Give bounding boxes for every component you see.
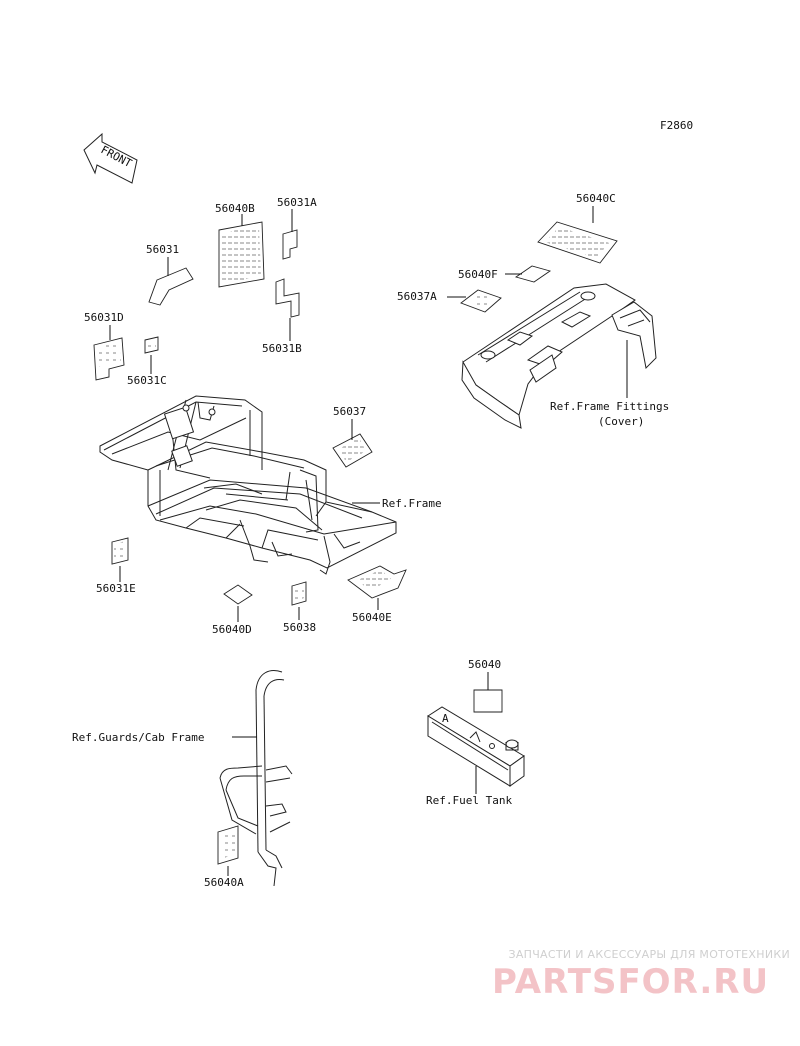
decal-56040 [473,689,503,713]
label-ref-frame-fittings: Ref.Frame Fittings [550,400,669,413]
decal-56031C [144,336,159,354]
label-56031A: 56031A [277,196,317,209]
decal-56037A [460,289,502,313]
decal-56031A [282,229,298,260]
decal-56040C [537,221,618,264]
label-ref-frame-fittings-cover: (Cover) [598,415,644,428]
decal-56031B [275,278,300,318]
label-56040A: 56040A [204,876,244,889]
decal-56031 [148,267,194,306]
label-56038: 56038 [283,621,316,634]
decal-56040A [217,825,239,865]
label-ref-guards: Ref.Guards/Cab Frame [72,731,204,744]
decal-56031D [93,337,125,381]
label-56040: 56040 [468,658,501,671]
decal-56040D [223,584,253,605]
label-56031C: 56031C [127,374,167,387]
fuel-tank-drawing: A [427,706,525,787]
fender-cover-drawing [461,283,657,429]
label-ref-fuel-tank: Ref.Fuel Tank [426,794,512,807]
label-56031E: 56031E [96,582,136,595]
watermark-tagline: ЗАПЧАСТИ И АКСЕССУАРЫ ДЛЯ МОТОТЕХНИКИ [508,948,790,961]
label-ref-frame: Ref.Frame [382,497,442,510]
label-56040B: 56040B [215,202,255,215]
decal-56040E [347,565,407,599]
label-56031: 56031 [146,243,179,256]
label-56037: 56037 [333,405,366,418]
label-56040C: 56040C [576,192,616,205]
label-56040E: 56040E [352,611,392,624]
label-56037A: 56037A [397,290,437,303]
watermark-brand-logo: PARTSFOR.RU [492,962,770,1002]
decal-56040F [514,265,552,283]
label-56040F: 56040F [458,268,498,281]
decal-56037 [332,433,373,468]
guards-cab-frame-drawing [219,670,293,887]
label-56031B: 56031B [262,342,302,355]
label-56040D: 56040D [212,623,252,636]
label-56031D: 56031D [84,311,124,324]
figure-code: F2860 [660,119,693,132]
decal-56031E [111,537,129,565]
decal-56038 [291,581,307,606]
vehicle-frame-drawing [99,395,397,575]
decal-56040B [218,221,265,288]
svg-text:A: A [442,712,449,725]
front-arrow-icon: FRONT [83,132,138,184]
